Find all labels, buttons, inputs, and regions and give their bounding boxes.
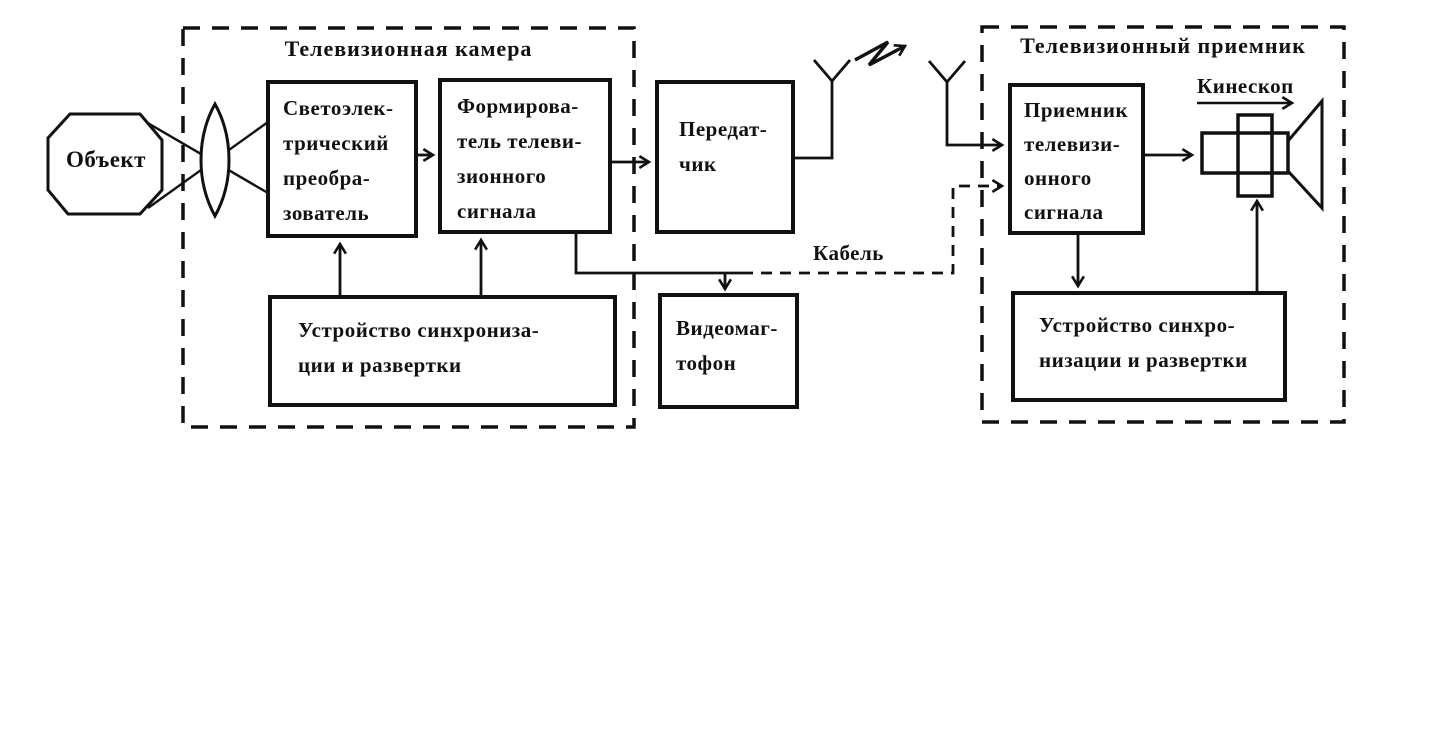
photoelectric-converter-box: Светоэлек- трический преобра- зователь (266, 80, 418, 238)
signal-receiver-label: Приемник телевизи- онного сигнала (1024, 98, 1129, 224)
transmitter-feed-line (795, 81, 834, 160)
kinescope-label: Кинескоп (1197, 74, 1294, 98)
receiver-section-title: Телевизионный приемник (1020, 33, 1306, 58)
receiver-sync-device-box: Устройство синхро- низации и развертки (1011, 291, 1287, 402)
cable-label: Кабель (813, 241, 884, 265)
kinescope-neck-shape (1200, 131, 1290, 175)
camera-section-frame (181, 26, 636, 429)
signal-receiver-box: Приемник телевизи- онного сигнала (1008, 83, 1145, 235)
camera-sync-device-label: Устройство синхрониза- ции и развертки (298, 318, 540, 377)
receive-antenna-icon (927, 60, 967, 85)
antenna-to-receiver-line (945, 82, 1005, 152)
kinescope-funnel-shape (1286, 96, 1324, 212)
photoelectric-converter-label: Светоэлек- трический преобра- зователь (283, 96, 394, 225)
transmitter-label: Передат- чик (679, 117, 768, 176)
vcr-box: Видеомаг- тофон (658, 293, 799, 409)
lens-icon (199, 100, 231, 220)
receiver-sync-device-label: Устройство синхро- низации и развертки (1039, 313, 1248, 372)
receiver-section-frame (980, 25, 1346, 424)
cable-dashed-line (742, 179, 1005, 275)
camera-section-title: Телевизионная камера (284, 36, 533, 61)
transmit-antenna-icon (812, 59, 852, 84)
signal-former-box: Формирова- тель телеви- зионного сигнала (438, 78, 612, 234)
vcr-label: Видеомаг- тофон (676, 316, 778, 375)
object-label: Объект (66, 147, 146, 172)
video-signal-line (574, 234, 742, 275)
camera-sync-device-box: Устройство синхрониза- ции и развертки (268, 295, 617, 407)
kinescope-yoke-shape (1236, 113, 1274, 198)
radio-wave-icon (854, 40, 908, 67)
signal-former-label: Формирова- тель телеви- зионного сигнала (457, 94, 582, 223)
transmitter-box: Передат- чик (655, 80, 795, 234)
